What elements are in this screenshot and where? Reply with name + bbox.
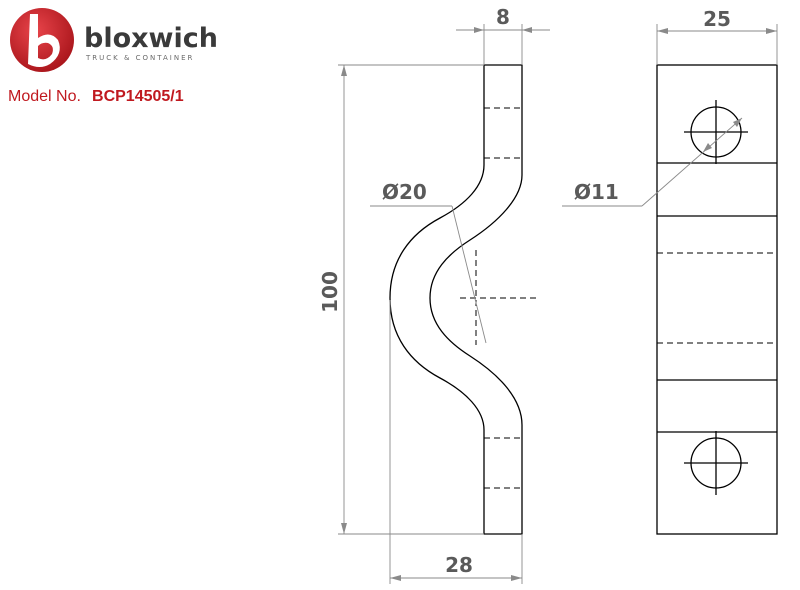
dim-width-label: 25 [703,7,731,31]
dim-depth [389,300,523,584]
mounting-hole-bottom [684,431,748,495]
dim-width [656,24,778,65]
dim-depth-label: 28 [445,553,473,577]
model-value: BCP14505/1 [92,88,184,105]
front-view-outline [656,64,778,535]
dim-thickness-label: 8 [496,5,510,29]
dim-bend-diameter-label: Ø20 [382,180,427,204]
mounting-hole-top [684,100,748,164]
brand-name: bloxwich [84,23,218,54]
front-view [562,64,778,535]
dim-thickness [456,24,550,65]
brand-tagline: TRUCK & CONTAINER [85,54,194,62]
side-view [370,64,536,535]
dim-hole-diameter-label: Ø11 [574,180,619,204]
model-number: Model No. BCP14505/1 [8,86,184,105]
dim-height-label: 100 [318,271,342,313]
brand-logo: bloxwich TRUCK & CONTAINER [10,8,218,72]
side-view-outline [389,64,523,535]
dim-height [338,64,484,535]
bloxwich-b-logo-icon [10,8,74,72]
model-label: Model No. [8,88,81,105]
